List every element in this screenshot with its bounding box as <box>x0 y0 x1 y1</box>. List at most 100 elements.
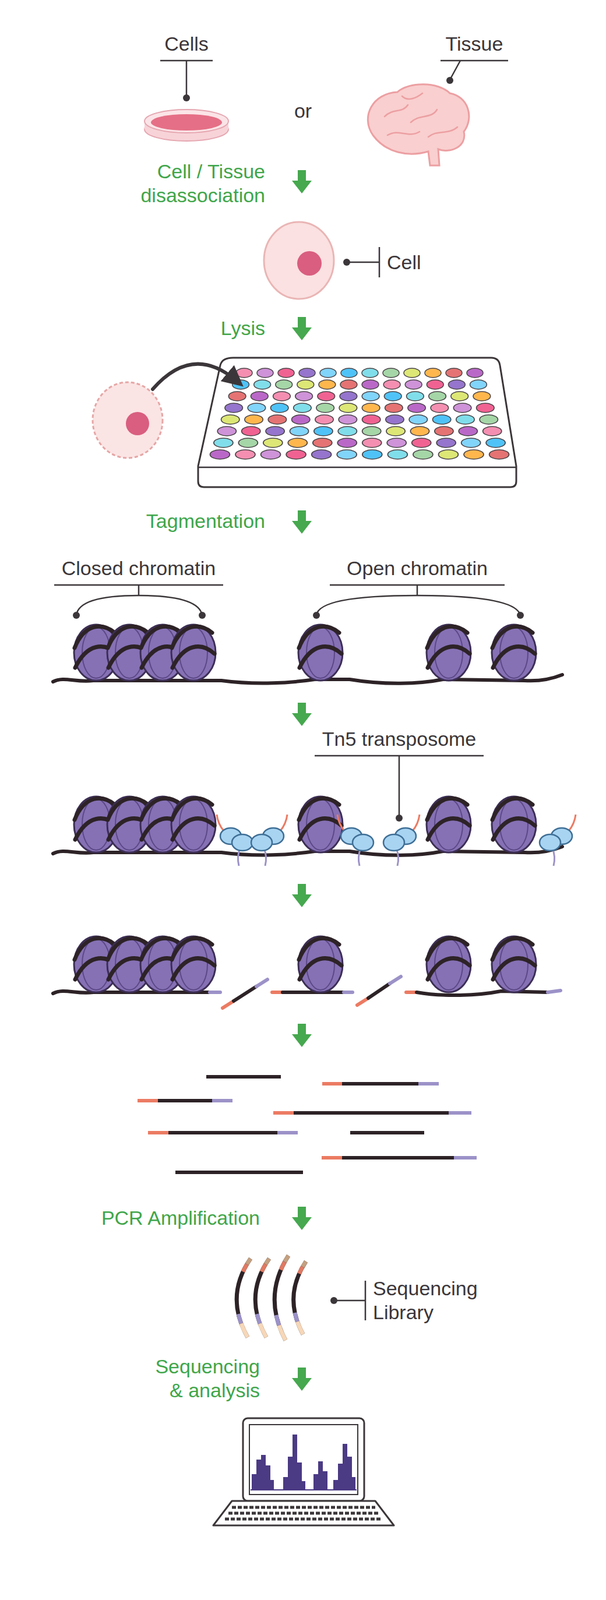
well <box>213 438 234 448</box>
well <box>456 414 475 425</box>
well <box>438 449 459 460</box>
well <box>461 438 481 448</box>
well <box>286 449 306 460</box>
plate-edge <box>198 466 517 469</box>
dish-top <box>144 109 229 133</box>
well <box>451 391 469 401</box>
part-label: or <box>273 99 333 123</box>
well <box>270 403 289 413</box>
well <box>434 426 454 436</box>
well <box>410 426 429 436</box>
dish-medium <box>150 114 223 131</box>
part-label: Sequencing Library <box>372 1276 490 1325</box>
well <box>436 438 456 448</box>
well <box>383 391 402 401</box>
tn5-transposome <box>251 814 288 866</box>
underline <box>440 60 509 62</box>
step-label: Tagmentation <box>113 509 266 534</box>
well <box>268 414 287 425</box>
bracket-dot <box>72 611 80 619</box>
well <box>432 414 451 425</box>
well <box>256 368 274 378</box>
part-label: Open chromatin <box>318 556 517 581</box>
bracket-dot <box>516 611 524 619</box>
well <box>277 368 295 378</box>
well <box>228 391 246 401</box>
well <box>479 414 498 425</box>
well <box>483 426 502 436</box>
well <box>485 438 506 448</box>
peak-chart <box>250 1434 357 1491</box>
well <box>470 379 488 390</box>
well <box>263 438 283 448</box>
well <box>275 379 293 390</box>
chromatin <box>53 796 563 856</box>
bracket-dot <box>198 611 206 619</box>
well <box>476 403 495 413</box>
dna-fragments <box>137 1076 477 1173</box>
step-arrow <box>291 1206 312 1231</box>
well <box>287 438 308 448</box>
well <box>297 379 315 390</box>
leader-line <box>449 60 461 80</box>
part-label: Tissue <box>416 32 533 56</box>
step-arrow <box>291 1023 312 1048</box>
laptop-base <box>213 1501 394 1526</box>
well <box>361 379 379 390</box>
part-label: Tn5 transposome <box>300 727 499 752</box>
well <box>241 426 261 436</box>
leader-dot <box>446 76 454 84</box>
well <box>361 414 380 425</box>
well <box>247 403 266 413</box>
well <box>362 449 383 460</box>
cell <box>263 222 334 299</box>
well <box>235 368 253 378</box>
well <box>338 414 357 425</box>
well <box>407 403 426 413</box>
part-label: Cells <box>128 32 245 56</box>
well <box>311 449 332 460</box>
well <box>340 368 358 378</box>
well <box>337 438 357 448</box>
well <box>411 438 432 448</box>
well <box>383 379 401 390</box>
transfer-arrow <box>152 364 236 390</box>
brain <box>367 84 470 166</box>
step-arrow <box>291 883 312 908</box>
laptop-display <box>249 1424 358 1495</box>
well <box>250 391 269 401</box>
well <box>413 449 433 460</box>
well <box>265 426 285 436</box>
well <box>316 403 335 413</box>
bracket-dot <box>312 611 320 619</box>
well <box>314 426 333 436</box>
well <box>315 414 334 425</box>
well <box>489 449 510 460</box>
well <box>295 391 313 401</box>
well <box>273 391 291 401</box>
well <box>340 379 358 390</box>
well <box>473 391 491 401</box>
well <box>337 426 357 436</box>
well <box>404 379 422 390</box>
step-arrow <box>291 170 312 194</box>
well <box>453 403 472 413</box>
well <box>362 438 382 448</box>
well <box>318 379 336 390</box>
well <box>217 426 236 436</box>
well <box>385 414 404 425</box>
well <box>428 391 447 401</box>
well <box>426 379 444 390</box>
well <box>312 438 333 448</box>
leader-dot <box>395 814 403 822</box>
laptop-screen <box>242 1418 365 1502</box>
step-arrow <box>291 1367 312 1391</box>
library-strands <box>236 1255 306 1341</box>
well <box>244 414 263 425</box>
well <box>221 414 240 425</box>
step-arrow <box>291 510 312 534</box>
well <box>317 391 336 401</box>
well <box>339 391 358 401</box>
